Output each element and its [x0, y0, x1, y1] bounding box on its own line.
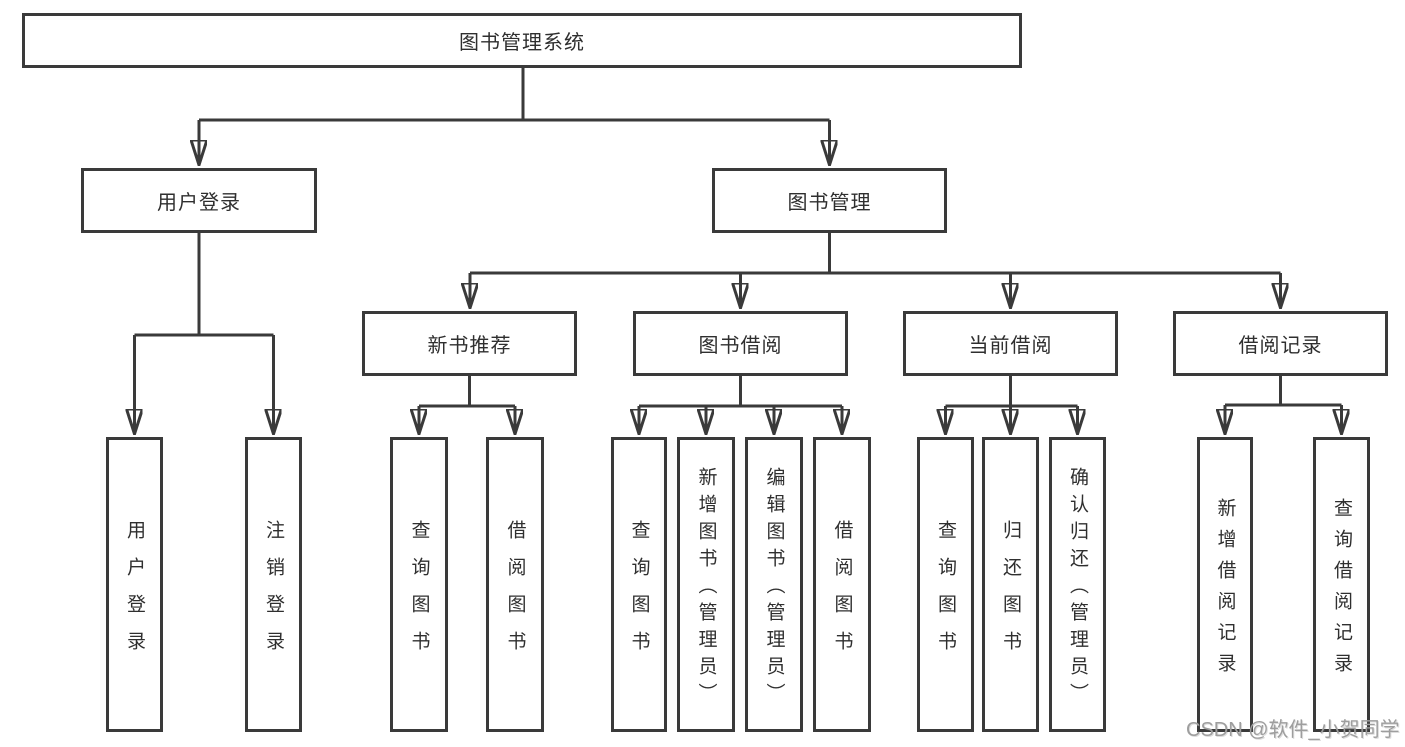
node-leaf-user-login-label: 用户登录: [124, 519, 145, 668]
node-leaf-query-books-3-label: 查询图书: [935, 519, 956, 668]
node-leaf-query-books-1: 查询图书: [390, 437, 448, 732]
node-book-borrowing-label: 图书借阅: [698, 335, 783, 357]
node-new-book-recommend-label: 新书推荐: [427, 335, 512, 357]
node-leaf-add-borrow-record-label: 新增借阅记录: [1214, 497, 1236, 684]
node-current-borrowing: 当前借阅: [903, 311, 1118, 376]
node-borrowing-records: 借阅记录: [1173, 311, 1388, 376]
node-user-login-label: 用户登录: [157, 192, 241, 214]
node-leaf-return-book: 归还图书: [982, 437, 1039, 732]
node-leaf-query-books-2: 查询图书: [611, 437, 667, 732]
node-leaf-query-borrow-record: 查询借阅记录: [1313, 437, 1370, 732]
node-book-management: 图书管理: [712, 168, 947, 233]
node-leaf-edit-book-admin: 编辑图书（管理员）: [745, 437, 803, 732]
node-leaf-query-books-2-label: 查询图书: [628, 519, 650, 668]
node-book-borrowing: 图书借阅: [633, 311, 848, 376]
node-leaf-confirm-return-admin-label: 确认归还（管理员）: [1067, 467, 1088, 710]
csdn-watermark: CSDN @软件_小贺同学: [1186, 719, 1400, 741]
node-leaf-borrow-books-2: 借阅图书: [813, 437, 871, 732]
node-user-login: 用户登录: [81, 168, 317, 233]
node-leaf-borrow-books-2-label: 借阅图书: [831, 519, 853, 668]
node-root-system: 图书管理系统: [22, 13, 1022, 68]
node-leaf-edit-book-admin-label: 编辑图书（管理员）: [763, 467, 785, 710]
node-current-borrowing-label: 当前借阅: [968, 335, 1053, 357]
node-leaf-query-borrow-record-label: 查询借阅记录: [1331, 497, 1352, 684]
node-leaf-add-book-admin-label: 新增图书（管理员）: [695, 467, 717, 710]
node-leaf-borrow-books-1-label: 借阅图书: [504, 519, 526, 668]
node-leaf-user-login: 用户登录: [106, 437, 163, 732]
node-leaf-logout-label: 注销登录: [263, 519, 284, 668]
node-leaf-return-book-label: 归还图书: [1000, 519, 1021, 668]
node-new-book-recommend: 新书推荐: [362, 311, 577, 376]
node-leaf-query-books-1-label: 查询图书: [408, 519, 430, 668]
node-leaf-logout: 注销登录: [245, 437, 302, 732]
node-book-management-label: 图书管理: [787, 192, 872, 214]
node-borrowing-records-label: 借阅记录: [1238, 335, 1323, 357]
node-leaf-query-books-3: 查询图书: [917, 437, 974, 732]
node-leaf-add-book-admin: 新增图书（管理员）: [677, 437, 735, 732]
node-root-system-label: 图书管理系统: [459, 32, 585, 54]
node-leaf-borrow-books-1: 借阅图书: [486, 437, 544, 732]
node-leaf-confirm-return-admin: 确认归还（管理员）: [1049, 437, 1106, 732]
node-leaf-add-borrow-record: 新增借阅记录: [1197, 437, 1253, 732]
